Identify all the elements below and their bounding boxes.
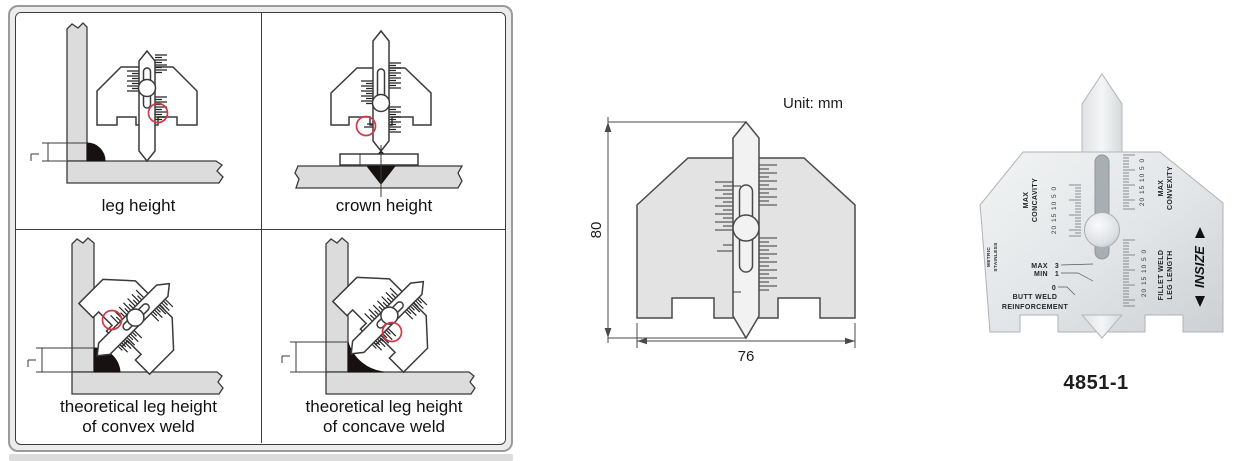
scale-ticks — [389, 106, 401, 133]
horizontal-plate — [71, 371, 224, 395]
fillet-weld-label: FILLET WELD — [1158, 250, 1165, 301]
min-value: 1 — [1055, 271, 1059, 278]
convexity-scale-ticks — [1123, 154, 1135, 210]
usage-diagrams-grid: leg height crown height — [15, 12, 506, 445]
fillet-weld — [86, 142, 106, 162]
reinforcement-limits: MAX 3 MIN 1 0 — [1031, 263, 1094, 296]
width-dim-value: 76 — [738, 348, 755, 365]
leg-dimension-mark — [30, 142, 87, 162]
model-number: 4851-1 — [1063, 372, 1129, 394]
scale-highlight-circle — [147, 102, 169, 124]
diagram-caption: theoretical leg height of convex weld — [60, 397, 217, 436]
fillet-scale-numbers: 20 15 10 5 0 — [1141, 249, 1148, 297]
concavity-scale-numbers: 20 15 10 5 0 — [1051, 186, 1058, 234]
fillet-weld-label: LEG LENGTH — [1167, 250, 1174, 299]
max-label: MAX — [1031, 263, 1048, 270]
max-concavity-label: CONCAVITY — [1032, 178, 1039, 222]
crown-height-diagram — [294, 29, 464, 197]
leader-lines — [1058, 263, 1094, 296]
concavity-scale-ticks — [1069, 184, 1081, 237]
cell-crown-height: crown height — [262, 13, 505, 230]
unit-label: Unit: mm — [783, 95, 843, 112]
thumb-knob-outline — [732, 214, 760, 242]
horizontal-plate — [325, 371, 476, 395]
vertical-plate — [66, 22, 88, 162]
max-convexity-label: CONVEXITY — [1167, 166, 1174, 210]
material-label: METRIC — [986, 247, 992, 267]
brand-text: INSIZE — [1192, 246, 1207, 288]
diagram-caption: theoretical leg height of concave weld — [305, 397, 463, 436]
usage-diagrams-panel: leg height crown height — [8, 5, 513, 452]
butt-weld-label: BUTT WELD — [1013, 294, 1058, 301]
scale-ticks — [715, 181, 733, 252]
height-dimension: 80 — [588, 117, 746, 343]
crown-dimension-mark — [354, 153, 373, 167]
insize-logo: INSIZE — [1192, 227, 1207, 307]
min-label: MIN — [1034, 271, 1048, 278]
leg-dimension-mark — [281, 341, 348, 373]
blade-top — [1081, 73, 1123, 153]
concave-fillet-weld — [347, 341, 385, 373]
thumb-knob — [371, 93, 391, 113]
zero-value: 0 — [1052, 285, 1056, 292]
scale-ticks — [155, 96, 167, 121]
leg-dimension-mark — [27, 347, 94, 373]
cropped-table-edge — [9, 454, 513, 461]
logo-arrow-icon — [1195, 227, 1205, 238]
scale-ticks — [759, 237, 777, 291]
diagram-caption: leg height — [101, 196, 176, 215]
max-value: 3 — [1055, 263, 1059, 270]
gauge-foot-bar — [339, 153, 419, 166]
material-label: STAINLESS — [993, 242, 999, 272]
max-concavity-label: MAX — [1023, 192, 1030, 209]
butt-weld-label: REINFORCEMENT — [1002, 304, 1069, 311]
scale-highlight-circle — [101, 309, 123, 331]
scale-ticks — [127, 70, 139, 92]
width-dimension: 76 — [636, 323, 856, 365]
scale-ticks — [759, 164, 777, 206]
height-dim-value: 80 — [588, 222, 605, 239]
scale-ticks — [389, 62, 401, 89]
blade-tip — [1080, 314, 1124, 339]
convexity-scale-numbers: 20 15 10 5 0 — [1139, 158, 1146, 206]
thumb-knob — [137, 78, 157, 98]
cell-convex-weld: theoretical leg height of convex weld — [16, 230, 262, 443]
dimension-drawing: Unit: mm 80 76 — [588, 95, 856, 365]
thumb-knob — [1084, 212, 1120, 248]
fillet-scale-ticks — [1123, 239, 1135, 307]
scale-ticks — [155, 54, 167, 74]
scale-highlight-circle — [355, 115, 377, 137]
diagram-caption: crown height — [335, 196, 433, 215]
scale-highlight-circle — [381, 321, 403, 343]
product-photo: 20 15 10 5 0 MAX CONCAVITY 20 15 10 5 0 … — [979, 73, 1224, 339]
max-convexity-label: MAX — [1158, 180, 1165, 197]
cell-concave-weld: theoretical leg height of concave weld — [262, 230, 505, 443]
blade-marks — [733, 185, 741, 293]
leg-height-diagram — [30, 22, 224, 184]
concave-weld-diagram — [281, 237, 476, 395]
cell-leg-height: leg height — [16, 13, 262, 230]
horizontal-plate — [66, 160, 224, 184]
convex-weld-diagram — [27, 237, 224, 395]
logo-arrow-icon — [1195, 296, 1205, 307]
scale-ticks — [361, 80, 373, 128]
